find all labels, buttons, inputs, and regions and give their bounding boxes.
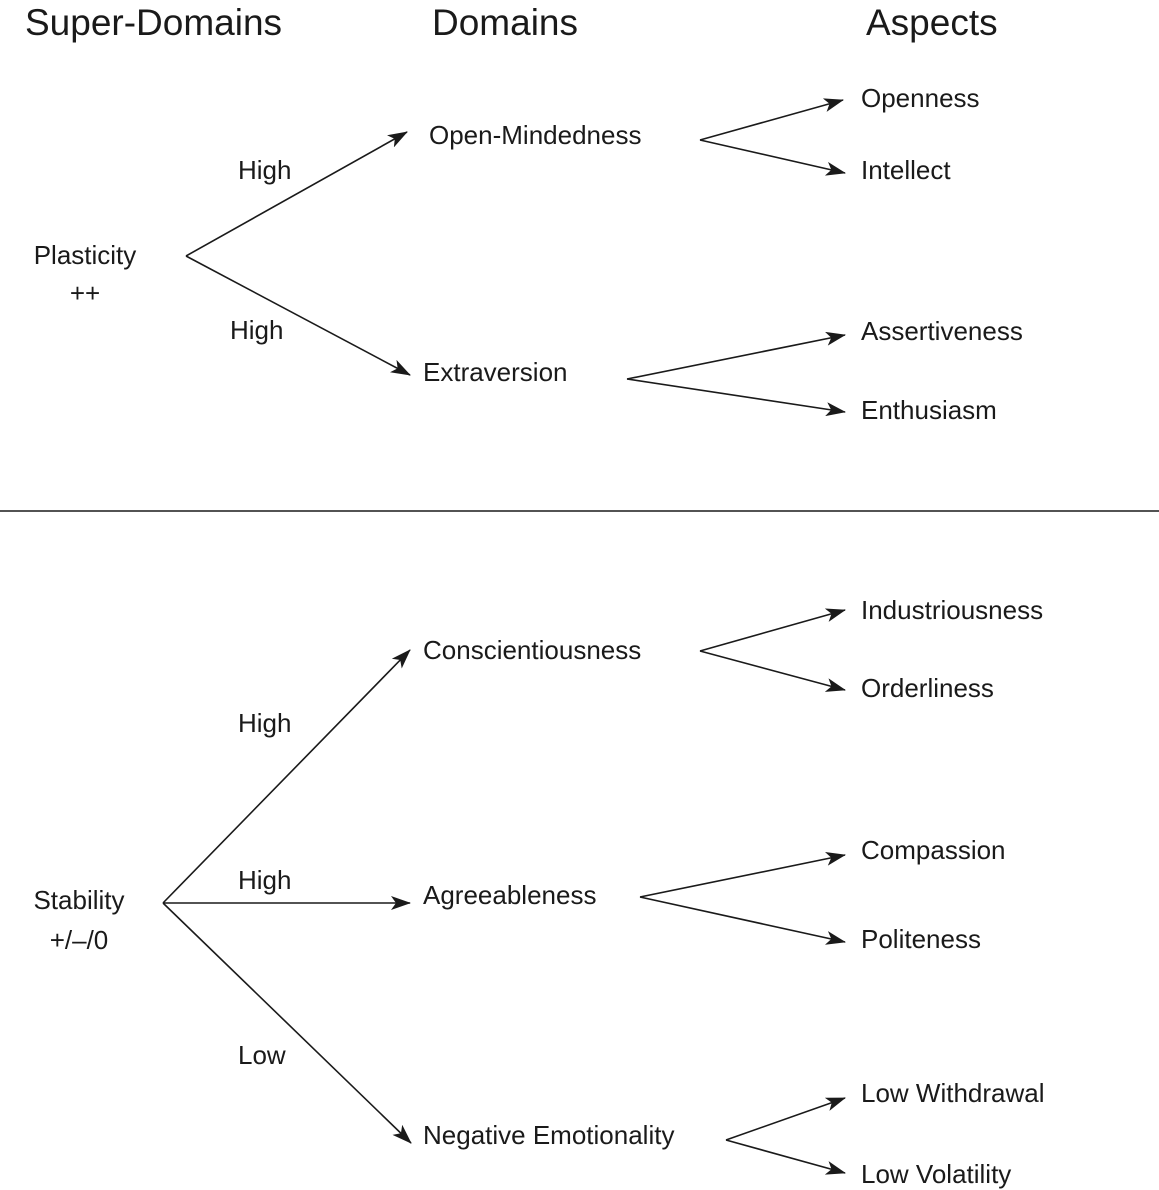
aspect-low-volatility: Low Volatility [861,1159,1011,1189]
aspect-enthusiasm: Enthusiasm [861,395,997,425]
edge-label: Low [238,1040,286,1070]
domain-negative-emotionality: Negative Emotionality [423,1120,674,1150]
aspect-assertiveness: Assertiveness [861,316,1023,346]
edge-label: High [238,865,291,895]
domain-extraversion: Extraversion [423,357,568,387]
edge-arrow [699,98,844,141]
stability-sign: +/–/0 [50,925,109,955]
aspect-openness: Openness [861,83,980,113]
edge-arrow [626,378,846,417]
edge-arrow [699,139,846,176]
aspect-orderliness: Orderliness [861,673,994,703]
aspect-compassion: Compassion [861,835,1006,865]
edge-arrow [639,851,846,898]
header-domains: Domains [432,2,578,43]
aspect-low-withdrawal: Low Withdrawal [861,1078,1045,1108]
header-aspects: Aspects [866,2,998,43]
edge-label: High [238,708,291,738]
domain-conscientiousness: Conscientiousness [423,635,641,665]
edge-arrow [639,896,846,945]
edge-stability-negative-emotionality [162,902,412,1144]
edge-arrow [699,608,846,652]
domain-agreeableness: Agreeableness [423,880,596,910]
edge-label: High [230,315,283,345]
aspect-industriousness: Industriousness [861,595,1043,625]
header-super-domains: Super-Domains [25,2,282,43]
edge-arrow [725,1097,846,1141]
edge-arrow [725,1139,846,1175]
aspect-politeness: Politeness [861,924,981,954]
super-domain-plasticity: Plasticity [34,240,137,270]
edge-label: High [238,155,291,185]
domain-open-mindedness: Open-Mindedness [429,120,641,150]
edge-arrow [626,331,846,380]
aspect-intellect: Intellect [861,155,951,185]
edge-plasticity-open-mindedness [185,131,408,257]
super-domain-stability: Stability [33,885,124,915]
edge-arrow [699,650,846,692]
edge-plasticity-extraversion [185,255,411,376]
plasticity-sign: ++ [70,278,100,308]
edge-stability-conscientiousness [162,649,411,904]
